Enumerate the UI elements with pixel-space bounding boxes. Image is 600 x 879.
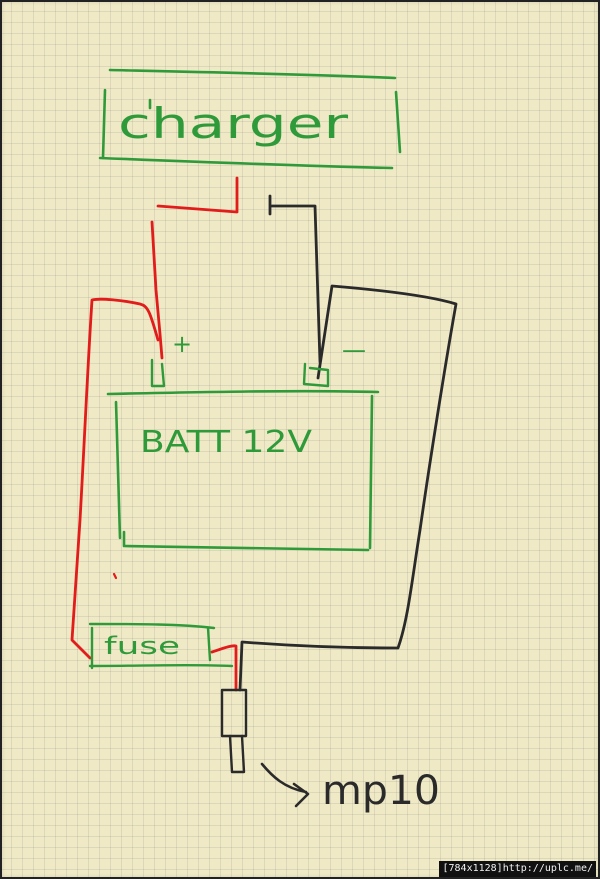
output-arrow — [260, 762, 310, 808]
charger-negative-wire — [268, 194, 322, 364]
output-label: mp10 — [322, 768, 440, 814]
charger-label: charger — [118, 99, 349, 148]
charger-box — [98, 68, 402, 170]
battery-positive-wire — [150, 220, 164, 360]
minus-label: — — [342, 336, 366, 364]
battery-box — [106, 389, 380, 552]
negative-terminal — [302, 362, 330, 388]
battery-label: BATT 12V — [140, 425, 313, 460]
plus-label: + — [172, 330, 192, 358]
red-mark — [112, 572, 118, 580]
output-positive-wire — [210, 644, 238, 692]
charger-positive-wire — [156, 176, 239, 214]
fuse-box — [88, 622, 234, 670]
output-negative-wire — [238, 284, 458, 692]
fuse-feed-wire — [70, 297, 160, 660]
watermark: [784x1128]http://uplc.me/ — [439, 861, 596, 877]
output-plug — [220, 688, 248, 774]
positive-terminal — [150, 358, 166, 388]
fuse-label: fuse — [104, 632, 180, 660]
